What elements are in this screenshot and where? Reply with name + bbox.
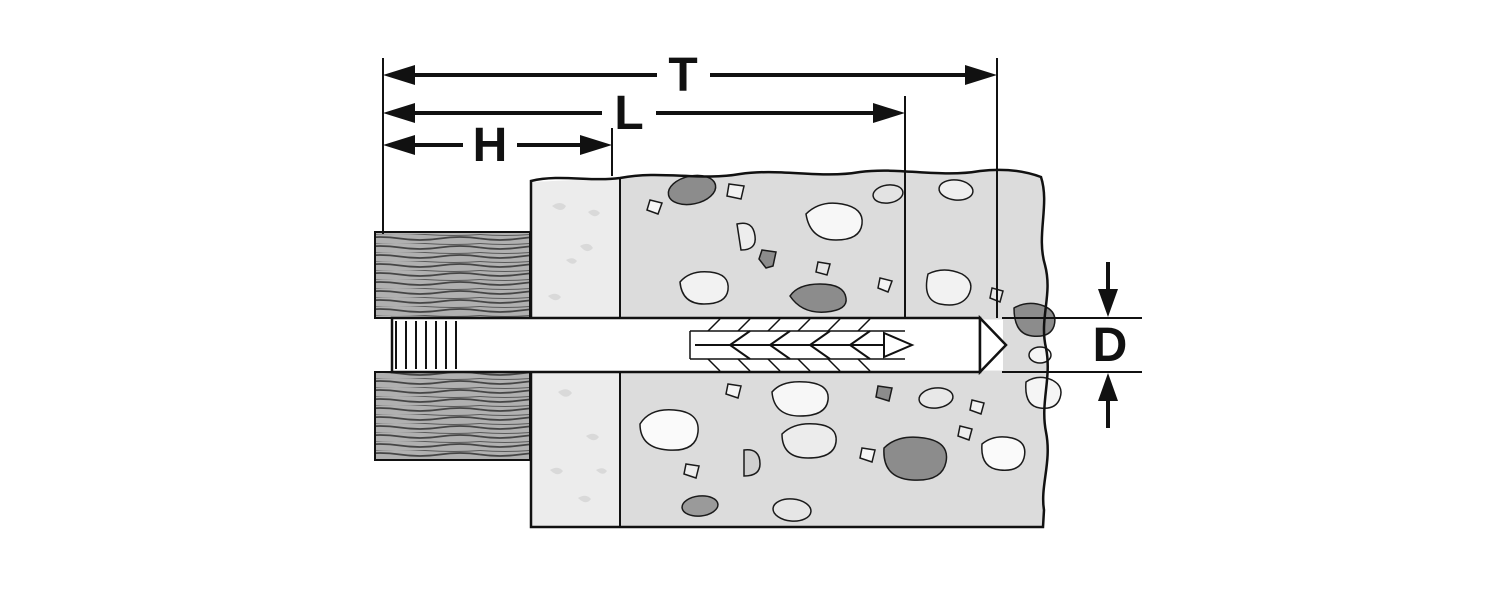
screw-head-ribs: [395, 321, 457, 369]
aggregate-stone: [772, 498, 812, 522]
arrowhead-down: [1098, 289, 1118, 317]
dimension-t: T: [382, 49, 998, 318]
aggregate-stone: [681, 495, 719, 517]
aggregate-stone: [781, 422, 837, 459]
aggregate-stone: [981, 436, 1026, 471]
aggregate-stone: [726, 183, 745, 200]
arrowhead-left: [383, 65, 415, 85]
aggregate-stone: [679, 270, 729, 305]
serration-top: [707, 318, 871, 332]
arrowhead-left: [383, 135, 415, 155]
expansion-fin: [808, 330, 831, 360]
arrowhead-up: [1098, 373, 1118, 401]
aggregate-stones: [639, 174, 1062, 522]
aggregate-stone: [875, 385, 893, 402]
aggregate-stone: [805, 202, 863, 241]
aggregate-stone: [969, 399, 985, 415]
arrowhead-right: [580, 135, 612, 155]
aggregate-stone: [646, 199, 663, 215]
aggregate-stone: [639, 409, 699, 451]
aggregate-stone: [771, 380, 829, 417]
aggregate-stone: [736, 222, 756, 251]
dimension-h: H: [383, 119, 613, 176]
expansion-fin: [728, 330, 751, 360]
arrowhead-right: [965, 65, 997, 85]
nail-point: [883, 331, 915, 359]
aggregate-stone: [743, 449, 761, 477]
wood-board-bottom: [374, 371, 531, 461]
serration-bottom: [707, 358, 871, 372]
arrowhead-left: [383, 103, 415, 123]
aggregate-stone: [815, 261, 831, 276]
dimension-l: L: [383, 87, 906, 318]
expansion-fin: [768, 330, 791, 360]
aggregate-stone: [789, 283, 847, 313]
dowel-tip: [978, 314, 1008, 376]
aggregate-stone: [872, 184, 904, 204]
aggregate-stone: [925, 269, 972, 306]
aggregate-stone: [918, 387, 954, 409]
dimension-label-d: D: [1093, 319, 1128, 372]
aggregate-stone: [957, 425, 973, 441]
aggregate-stone: [758, 249, 777, 269]
dimension-label-h: H: [473, 119, 508, 172]
aggregate-stone: [683, 463, 700, 479]
dimension-d: D: [1002, 262, 1142, 428]
anchor-dowel: [390, 314, 1008, 376]
dimension-label-l: L: [614, 87, 643, 140]
aggregate-stone: [725, 383, 742, 399]
plaster-texture: [548, 203, 607, 503]
expansion-sleeve: [689, 318, 915, 372]
expansion-fin: [848, 330, 871, 360]
aggregate-stone: [883, 436, 948, 481]
aggregate-stone: [859, 447, 876, 463]
wood-board-top: [374, 231, 531, 319]
aggregate-stone: [938, 179, 974, 201]
aggregate-stone: [1025, 376, 1062, 410]
arrowhead-right: [873, 103, 905, 123]
aggregate-stone: [877, 277, 893, 293]
masonry-outline: [529, 168, 1049, 529]
dimension-label-t: T: [668, 49, 697, 102]
